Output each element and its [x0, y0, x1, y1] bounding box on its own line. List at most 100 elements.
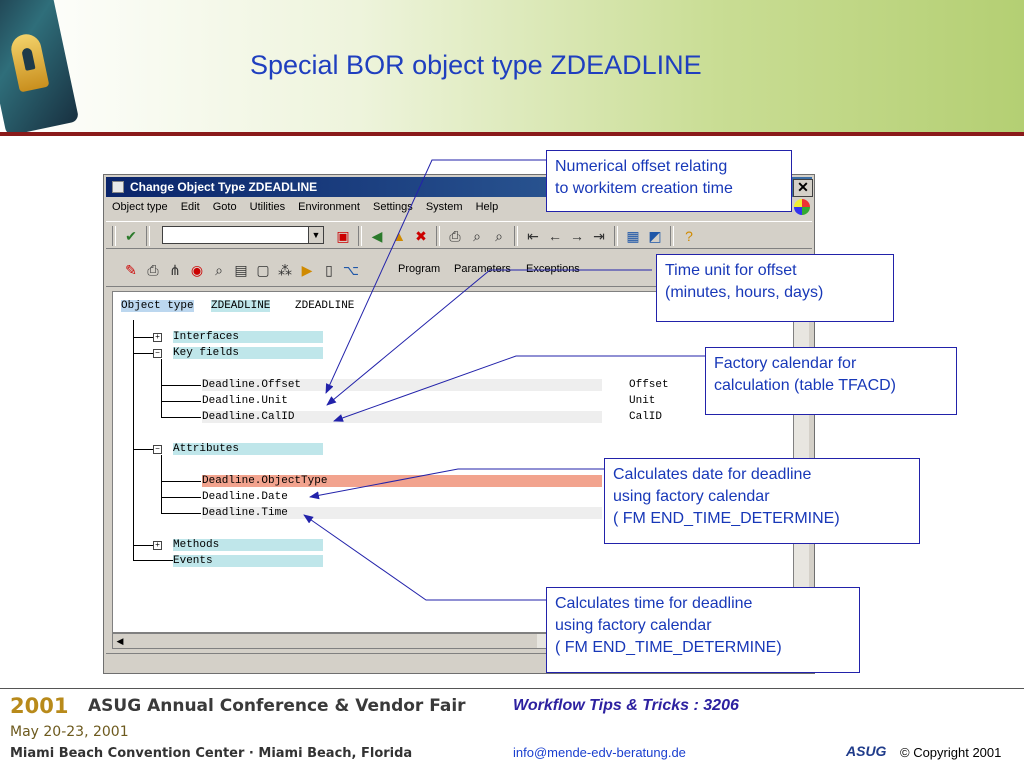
tree-connector [161, 513, 201, 514]
menu-bar: Object type Edit Goto Utilities Environm… [112, 201, 508, 217]
program-button[interactable]: Program [398, 263, 441, 275]
check-icon[interactable]: ◉ [190, 262, 204, 278]
cancel-icon[interactable]: ✖ [415, 228, 427, 244]
tree-node-interfaces[interactable]: Interfaces [173, 331, 323, 343]
new-icon[interactable]: ▢ [256, 262, 270, 278]
check-icon[interactable]: ✔ [125, 228, 137, 244]
command-field[interactable] [162, 226, 312, 244]
key-field-calid[interactable]: Deadline.CalID [202, 411, 602, 423]
tree-connector [133, 320, 134, 560]
exceptions-button[interactable]: Exceptions [526, 263, 580, 275]
asug-logo: ASUG [846, 743, 887, 759]
tree-connector [161, 481, 201, 482]
talk-title: Workflow Tips & Tricks : 3206 [513, 697, 739, 714]
parameters-button[interactable]: Parameters [454, 263, 511, 275]
conference-dates: May 20-23, 2001 [10, 724, 129, 740]
tree-connector [133, 337, 153, 338]
expand-icon[interactable]: + [153, 541, 162, 550]
tree-connector [161, 455, 162, 513]
tree-connector [133, 449, 153, 450]
back-icon[interactable]: ◀ [371, 228, 383, 244]
toolbar-separator [514, 226, 518, 246]
delete-icon[interactable]: ▯ [325, 262, 333, 278]
callout-time: Calculates time for deadline using facto… [546, 587, 860, 673]
last-page-icon[interactable]: ⇥ [593, 228, 605, 244]
key-field-unit[interactable]: Deadline.Unit [202, 395, 288, 407]
tree-connector [161, 497, 201, 498]
toolbar-separator [436, 226, 440, 246]
object-type-description: ZDEADLINE [295, 300, 355, 312]
keyhole-logo-icon [0, 0, 80, 137]
display-icon[interactable]: ▤ [234, 262, 248, 278]
menu-help[interactable]: Help [475, 201, 499, 213]
window-title: Change Object Type ZDEADLINE [130, 180, 318, 194]
tree-connector [133, 545, 153, 546]
structure-icon[interactable]: ⁂ [278, 262, 292, 278]
first-page-icon[interactable]: ⇤ [527, 228, 539, 244]
key-field-unit-desc: Unit [629, 395, 656, 407]
key-field-offset[interactable]: Deadline.Offset [202, 379, 602, 391]
scrollbar-thumb[interactable] [127, 634, 537, 648]
create-session-icon[interactable]: ▦ [626, 228, 640, 244]
hierarchy-icon[interactable]: ⋔ [169, 262, 181, 278]
search-icon[interactable]: ⌕ [215, 262, 223, 278]
tree-connector [161, 359, 162, 417]
tree-node-events[interactable]: Events [173, 555, 323, 567]
edit-icon[interactable]: ✎ [125, 262, 137, 278]
callout-calid: Factory calendar for calculation (table … [705, 347, 957, 415]
collapse-icon[interactable]: − [153, 445, 162, 454]
find-icon[interactable]: ⌕ [473, 228, 481, 244]
menu-edit[interactable]: Edit [180, 201, 200, 213]
print-icon[interactable]: ⎙ [449, 228, 461, 244]
toolbar-separator [112, 226, 116, 246]
menu-settings[interactable]: Settings [373, 201, 413, 213]
callout-unit: Time unit for offset (minutes, hours, da… [656, 254, 894, 322]
conference-location: Miami Beach Convention Center · Miami Be… [10, 746, 413, 761]
scroll-left-icon[interactable]: ◀ [113, 634, 128, 648]
collapse-icon[interactable]: − [153, 349, 162, 358]
key-field-calid-desc: CalID [629, 411, 663, 423]
execute-icon[interactable]: ▶ [301, 262, 313, 278]
save-icon[interactable]: ▣ [336, 228, 350, 244]
exit-icon[interactable]: ▲ [392, 228, 406, 244]
tree-node-key-fields[interactable]: Key fields [173, 347, 323, 359]
next-page-icon[interactable]: → [570, 228, 584, 244]
contact-email[interactable]: info@mende-edv-beratung.de [513, 745, 686, 760]
header-divider [0, 132, 1024, 136]
menu-goto[interactable]: Goto [212, 201, 237, 213]
close-button[interactable]: ✕ [793, 179, 813, 197]
tree-node-attributes[interactable]: Attributes [173, 443, 323, 455]
where-used-icon[interactable]: ⌥ [342, 262, 360, 278]
attribute-date[interactable]: Deadline.Date [202, 491, 288, 503]
print-icon[interactable]: ⎙ [147, 262, 159, 278]
tree-connector [161, 385, 201, 386]
conference-name: ASUG Annual Conference & Vendor Fair [88, 696, 466, 716]
page-title: Special BOR object type ZDEADLINE [250, 50, 702, 80]
key-field-offset-desc: Offset [629, 379, 669, 391]
expand-icon[interactable]: + [153, 333, 162, 342]
find-next-icon[interactable]: ⌕ [495, 228, 503, 244]
sap-status-icon [794, 199, 810, 215]
chevron-down-icon[interactable]: ▼ [308, 226, 324, 244]
help-icon[interactable]: ? [685, 228, 693, 244]
previous-page-icon[interactable]: ← [548, 228, 562, 244]
toolbar-separator [146, 226, 150, 246]
tree-connector [161, 417, 201, 418]
shortcut-icon[interactable]: ◩ [648, 228, 662, 244]
menu-utilities[interactable]: Utilities [249, 201, 286, 213]
tree-node-methods[interactable]: Methods [173, 539, 323, 551]
object-type-value[interactable]: ZDEADLINE [211, 300, 271, 312]
callout-date: Calculates date for deadline using facto… [604, 458, 920, 544]
standard-toolbar: ✔ ▼ ▣ ◀ ▲ ✖ ⎙ ⌕ ⌕ ⇤ ← → ⇥ ▦ ◩ ? [106, 221, 812, 249]
footer-divider [0, 688, 1024, 689]
copyright-notice: © Copyright 2001 [900, 745, 1002, 760]
menu-environment[interactable]: Environment [298, 201, 360, 213]
tree-connector [161, 401, 201, 402]
attribute-time[interactable]: Deadline.Time [202, 507, 602, 519]
tree-connector [133, 560, 173, 561]
menu-system[interactable]: System [425, 201, 463, 213]
menu-object-type[interactable]: Object type [112, 201, 168, 213]
toolbar-separator [614, 226, 618, 246]
attribute-objecttype[interactable]: Deadline.ObjectType [202, 475, 602, 487]
slide-header: Special BOR object type ZDEADLINE [0, 0, 1024, 137]
